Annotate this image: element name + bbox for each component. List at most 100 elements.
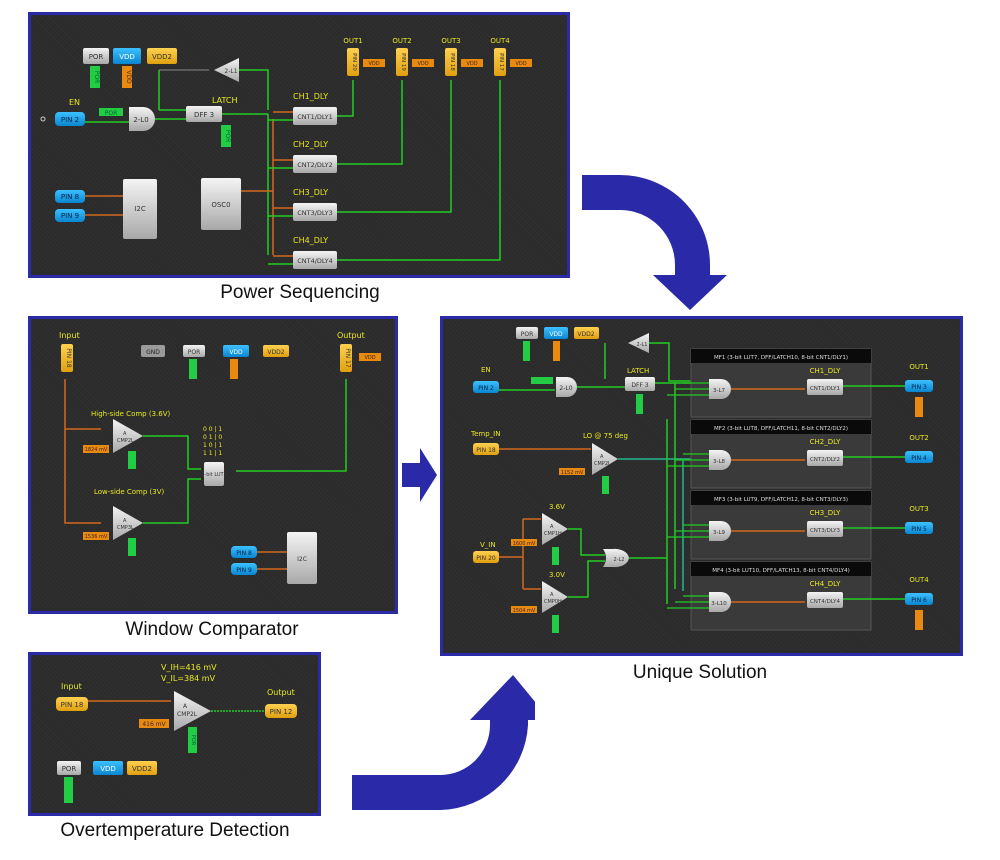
unique-solution-panel: POR VDD VDD2 2-L1 EN PIN 2 2-L0 LATCH DF… [440,316,963,656]
ps-output-pin[interactable]: PIN 18 [445,48,457,76]
us-vdd2[interactable]: VDD2 [574,327,599,339]
svg-text:PIN 5: PIN 5 [911,526,927,533]
wc-i2c-block[interactable]: I2C [287,532,317,584]
mf-output-pin[interactable]: PIN 4 [905,451,933,463]
us-vdd-tag [553,341,560,361]
us-comp-high-por-tag [552,547,559,565]
ot-ref-tag: 416 mV [139,719,169,728]
mf-lut[interactable]: 3-L9 [709,521,731,541]
ps-counter-block[interactable]: CNT3/DLY3 [293,203,337,221]
mf-output-pin[interactable]: PIN 5 [905,522,933,534]
mf-lut[interactable]: 3-L8 [709,450,731,470]
us-en-pin[interactable]: PIN 2 [473,381,499,393]
wc-vdd[interactable]: VDD [223,345,249,357]
vdd-block[interactable]: VDD [113,48,141,64]
mf-counter[interactable]: CNT1/DLY1 [807,379,843,395]
us-xor-gate[interactable]: 2-L2 [603,548,629,568]
wc-por[interactable]: POR [183,345,205,357]
pin8[interactable]: PIN 8 [55,190,85,203]
por-tag: POR [90,66,100,88]
mf-counter[interactable]: CNT4/DLY4 [807,592,843,608]
svg-text:POR: POR [93,71,100,84]
svg-text:PIN 19: PIN 19 [400,53,406,71]
wc-output-label: Output [337,331,365,340]
power-sequencing-schematic: POR VDD VDD2 POR VDD 2-L1 EN PIN 2 POR 2… [40,37,532,269]
caption-unique-solution: Unique Solution [632,662,768,683]
wc-output-pin[interactable]: PIN 17 [340,344,352,372]
pin9[interactable]: PIN 9 [55,209,85,222]
power-sequencing-panel: POR VDD VDD2 POR VDD 2-L1 EN PIN 2 POR 2… [28,12,570,278]
us-inverter[interactable]: 2-L1 [628,333,649,353]
caption-power-sequencing: Power Sequencing [220,282,380,303]
mf-channel-label: CH2_DLY [810,438,841,446]
svg-text:2-L0: 2-L0 [559,385,572,392]
mf-lut[interactable]: 3-L10 [709,592,731,612]
mf-channel-label: CH1_DLY [810,367,841,375]
ps-output-label: OUT4 [490,37,510,45]
ps-output-pin[interactable]: PIN 20 [347,48,359,76]
and-gate-2l0[interactable]: 2-L0 [129,107,155,131]
svg-text:A: A [123,431,127,437]
us-temp-pin[interactable]: PIN 18 [473,443,499,455]
mf-output-pin[interactable]: PIN 3 [905,380,933,392]
wc-gnd[interactable]: GND [141,345,165,357]
mf-lut[interactable]: 3-L7 [709,379,731,399]
svg-text:3-L8: 3-L8 [713,459,726,465]
svg-text:A: A [183,703,188,710]
mf-output-label: OUT1 [909,363,928,371]
wc-pin8[interactable]: PIN 8 [231,546,257,558]
svg-text:PIN 9: PIN 9 [61,212,79,220]
ps-counter-block[interactable]: CNT4/DLY4 [293,251,337,269]
mf-counter[interactable]: CNT3/DLY3 [807,521,843,537]
ps-counter-block[interactable]: CNT2/DLY2 [293,155,337,173]
osc-block[interactable]: OSC0 [201,178,241,230]
svg-text:1 0 | 1: 1 0 | 1 [203,442,222,449]
por-block[interactable]: POR [83,48,109,64]
wc-pin9[interactable]: PIN 9 [231,563,257,575]
ot-por[interactable]: POR [57,761,81,775]
svg-text:PIN 8: PIN 8 [61,193,79,201]
ps-output-pin[interactable]: PIN 17 [494,48,506,76]
high-comp-label: High-side Comp (3.6V) [91,410,170,418]
dff-block[interactable]: DFF 3 [186,106,222,122]
en-pin[interactable]: PIN 2 [55,112,85,126]
svg-text:DFF 3: DFF 3 [194,111,214,119]
wc-vdd2[interactable]: VDD2 [263,345,289,357]
inverter-2l1[interactable]: 2-L1 [214,58,239,82]
lut0-block[interactable]: 2-bit LUT0 [201,462,227,486]
us-and-gate[interactable]: 2-L0 [556,377,577,397]
us-vin-pin[interactable]: PIN 20 [473,551,499,563]
svg-text:POR: POR [89,53,104,61]
mf-counter[interactable]: CNT2/DLY2 [807,450,843,466]
window-comparator-panel: Input PIN 18 GND POR VDD VDD2 Output PIN… [28,316,398,614]
mf-output-pin[interactable]: PIN 6 [905,593,933,605]
ps-channel-label: CH2_DLY [293,140,328,149]
ot-output-label: Output [267,688,295,697]
wc-input-pin[interactable]: PIN 18 [61,344,73,372]
us-por[interactable]: POR [516,327,538,339]
ps-counter-block[interactable]: CNT1/DLY1 [293,107,337,125]
svg-text:PIN 6: PIN 6 [911,597,927,604]
us-dff[interactable]: DFF 3 [625,377,655,391]
ps-output-pin[interactable]: PIN 19 [396,48,408,76]
vdd2-block[interactable]: VDD2 [147,48,177,64]
low-por-tag [128,538,136,556]
ot-vdd2[interactable]: VDD2 [127,761,157,775]
us-por-tag [523,341,530,361]
arrow-down-right [582,175,727,310]
ot-vdd[interactable]: VDD [93,761,123,775]
us-vdd[interactable]: VDD [544,327,568,339]
ot-output-pin[interactable]: PIN 12 [265,704,297,718]
i2c-block[interactable]: I2C [123,179,157,239]
ot-input-pin[interactable]: PIN 18 [56,697,88,711]
svg-text:PIN 2: PIN 2 [61,116,79,124]
svg-text:PIN 18: PIN 18 [61,701,84,709]
wc-vdd-tag [230,359,238,379]
ps-output-vdd-tag: VDD [412,59,434,67]
